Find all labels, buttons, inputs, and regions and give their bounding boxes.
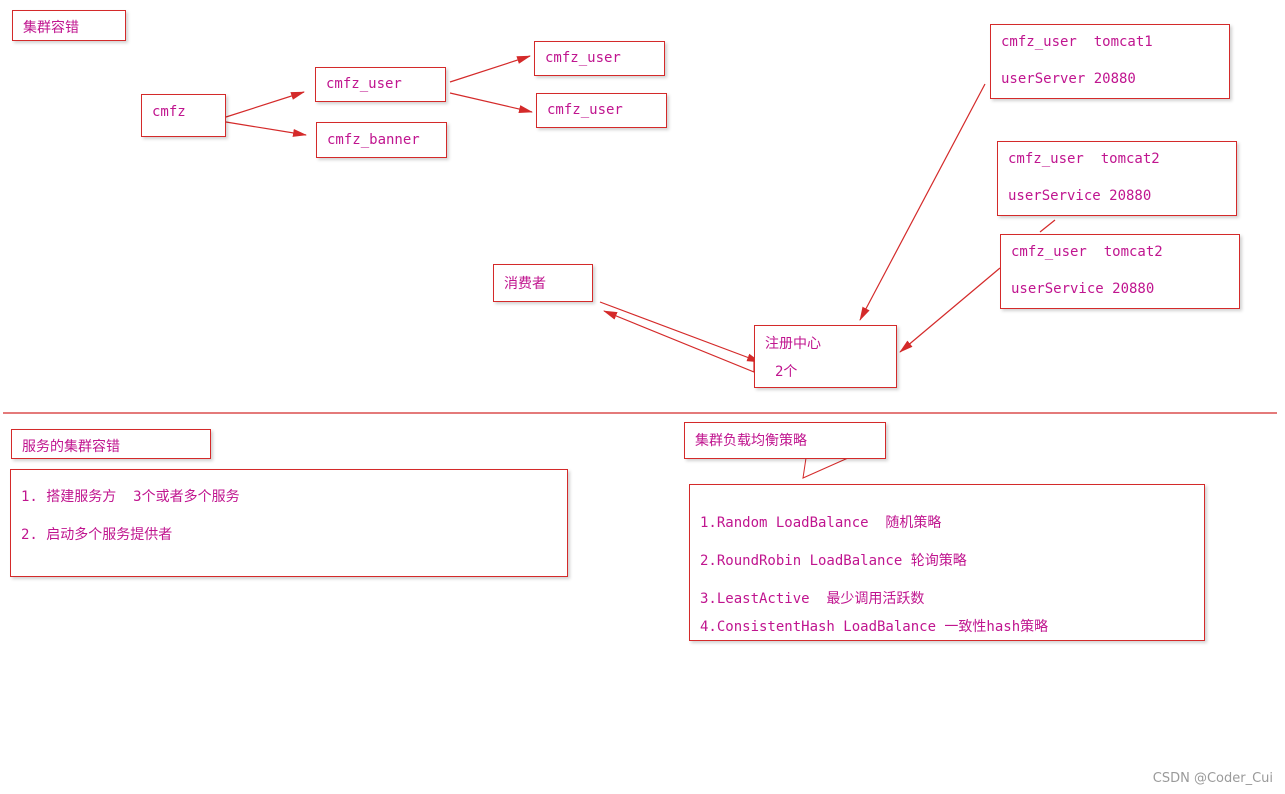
service-fault-list: 1. 搭建服务方 3个或者多个服务 2. 启动多个服务提供者: [10, 469, 568, 577]
provider-1-line2: userServer 20880: [1001, 71, 1136, 87]
consumer-box: 消费者: [493, 264, 593, 302]
provider-3-line1: cmfz_user tomcat2: [1011, 244, 1163, 260]
page-title-text: 集群容错: [23, 20, 79, 36]
node-cmfz-user: cmfz_user: [315, 67, 446, 102]
node-cmfz-label: cmfz: [152, 104, 186, 120]
callout-tail: [802, 457, 849, 479]
arrow-registry-to-consumer: [603, 310, 755, 373]
node-cmfz-banner: cmfz_banner: [316, 122, 447, 158]
load-balance-item-2: 2.RoundRobin LoadBalance 轮询策略: [700, 553, 967, 569]
arrow-cmfz-to-user: [225, 91, 305, 118]
load-balance-list: 1.Random LoadBalance 随机策略 2.RoundRobin L…: [689, 484, 1205, 641]
provider-box-3: cmfz_user tomcat2 userService 20880: [1000, 234, 1240, 309]
load-balance-item-4: 4.ConsistentHash LoadBalance 一致性hash策略: [700, 619, 1049, 635]
line-provider-2-stub: [1039, 219, 1056, 233]
arrow-consumer-to-registry: [599, 301, 761, 363]
node-cmfz: cmfz: [141, 94, 226, 137]
node-user-child-2-label: cmfz_user: [547, 102, 623, 118]
service-fault-title: 服务的集群容错: [11, 429, 211, 459]
page-title: 集群容错: [12, 10, 126, 41]
provider-2-line1: cmfz_user tomcat2: [1008, 151, 1160, 167]
provider-box-1: cmfz_user tomcat1 userServer 20880: [990, 24, 1230, 99]
node-cmfz-user-label: cmfz_user: [326, 76, 402, 92]
provider-1-line1: cmfz_user tomcat1: [1001, 34, 1153, 50]
node-user-child-1: cmfz_user: [534, 41, 665, 76]
provider-3-line2: userService 20880: [1011, 281, 1155, 297]
registry-line1: 注册中心: [765, 336, 821, 352]
provider-box-2: cmfz_user tomcat2 userService 20880: [997, 141, 1237, 216]
node-user-child-1-label: cmfz_user: [545, 50, 621, 66]
arrow-user-to-child-1: [449, 55, 531, 83]
service-fault-item-2: 2. 启动多个服务提供者: [21, 527, 173, 543]
consumer-label: 消费者: [504, 276, 546, 292]
load-balance-title: 集群负载均衡策略: [684, 422, 886, 459]
load-balance-title-text: 集群负载均衡策略: [695, 433, 807, 449]
arrow-provider-1-to-registry: [859, 83, 986, 321]
service-fault-item-1: 1. 搭建服务方 3个或者多个服务: [21, 489, 240, 505]
load-balance-item-3: 3.LeastActive 最少调用活跃数: [700, 591, 925, 607]
registry-line2: 2个: [775, 364, 798, 380]
node-cmfz-banner-label: cmfz_banner: [327, 132, 420, 148]
load-balance-item-1: 1.Random LoadBalance 随机策略: [700, 515, 942, 531]
arrow-user-to-child-2: [449, 92, 533, 113]
provider-2-line2: userService 20880: [1008, 188, 1152, 204]
watermark: CSDN @Coder_Cui: [1152, 771, 1273, 786]
node-user-child-2: cmfz_user: [536, 93, 667, 128]
service-fault-title-text: 服务的集群容错: [22, 439, 120, 455]
arrow-cmfz-to-banner: [225, 121, 307, 137]
arrow-provider-3-to-registry: [899, 267, 1001, 353]
registry-box: 注册中心 2个: [754, 325, 897, 388]
